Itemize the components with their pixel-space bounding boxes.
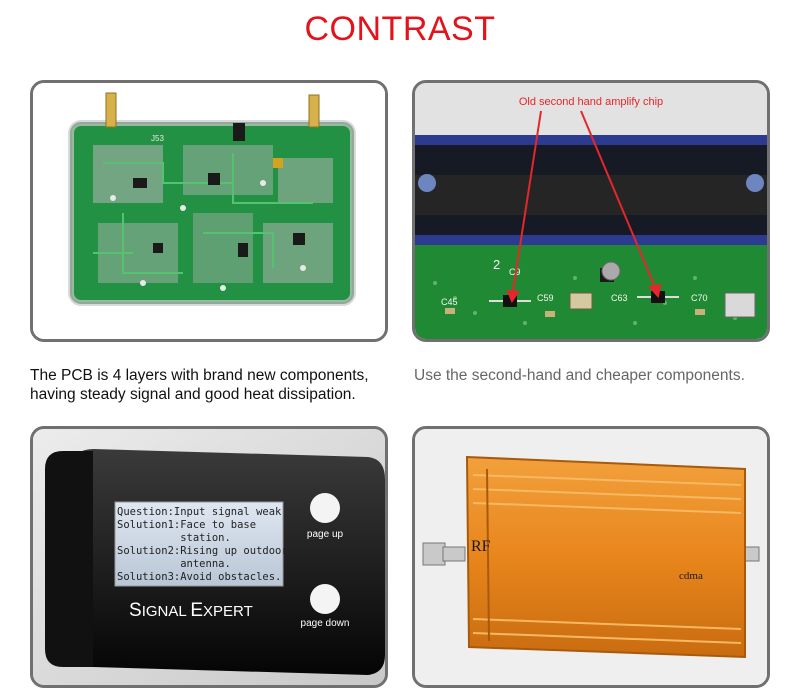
board-label-c63: C63 [611,293,628,303]
lcd-line-3: station. [117,532,231,544]
pcb-silk-label: J53 [151,134,164,143]
board-label-c9: C9 [509,267,521,277]
board-label-c70: C70 [691,293,708,303]
caption-new-pcb: The PCB is 4 layers with brand new compo… [30,367,369,403]
lcd-screen [114,501,284,587]
band-label: cdma [679,570,703,582]
page-down-button[interactable] [310,584,340,614]
new-pcb-photo: J53 [30,80,388,342]
lcd-line-4: Solution2:Rising up outdoor [117,545,288,557]
lcd-line-6: Solution3:Avoid obstacles. [117,571,281,583]
caption-old-components: Use the second-hand and cheaper componen… [414,367,745,384]
board-label-c45: C45 [441,297,458,307]
page-down-label: page down [301,618,350,629]
lcd-line-1: Question:Input signal weak [117,506,282,518]
repeater-photo: RF cdma [412,426,770,688]
rf-label: RF [471,538,491,555]
page-up-button[interactable] [310,493,340,523]
old-chip-photo: C45 C59 C63 C70 2 C9 Old [412,80,770,342]
brand-signal-expert: SIGNAL EXPERT [129,600,253,621]
lcd-line-5: antenna. [117,558,231,570]
board-label-2: 2 [493,257,500,272]
page-up-label: page up [307,529,344,540]
board-label-c59: C59 [537,293,554,303]
page-title: CONTRAST [304,10,496,48]
repeater-box [465,455,746,659]
chip-annotation: Old second hand amplify chip [519,96,663,108]
lcd-line-2: Solution1:Face to base [117,519,256,531]
signal-expert-display-photo: Question:Input signal weak Solution1:Fac… [30,426,388,688]
